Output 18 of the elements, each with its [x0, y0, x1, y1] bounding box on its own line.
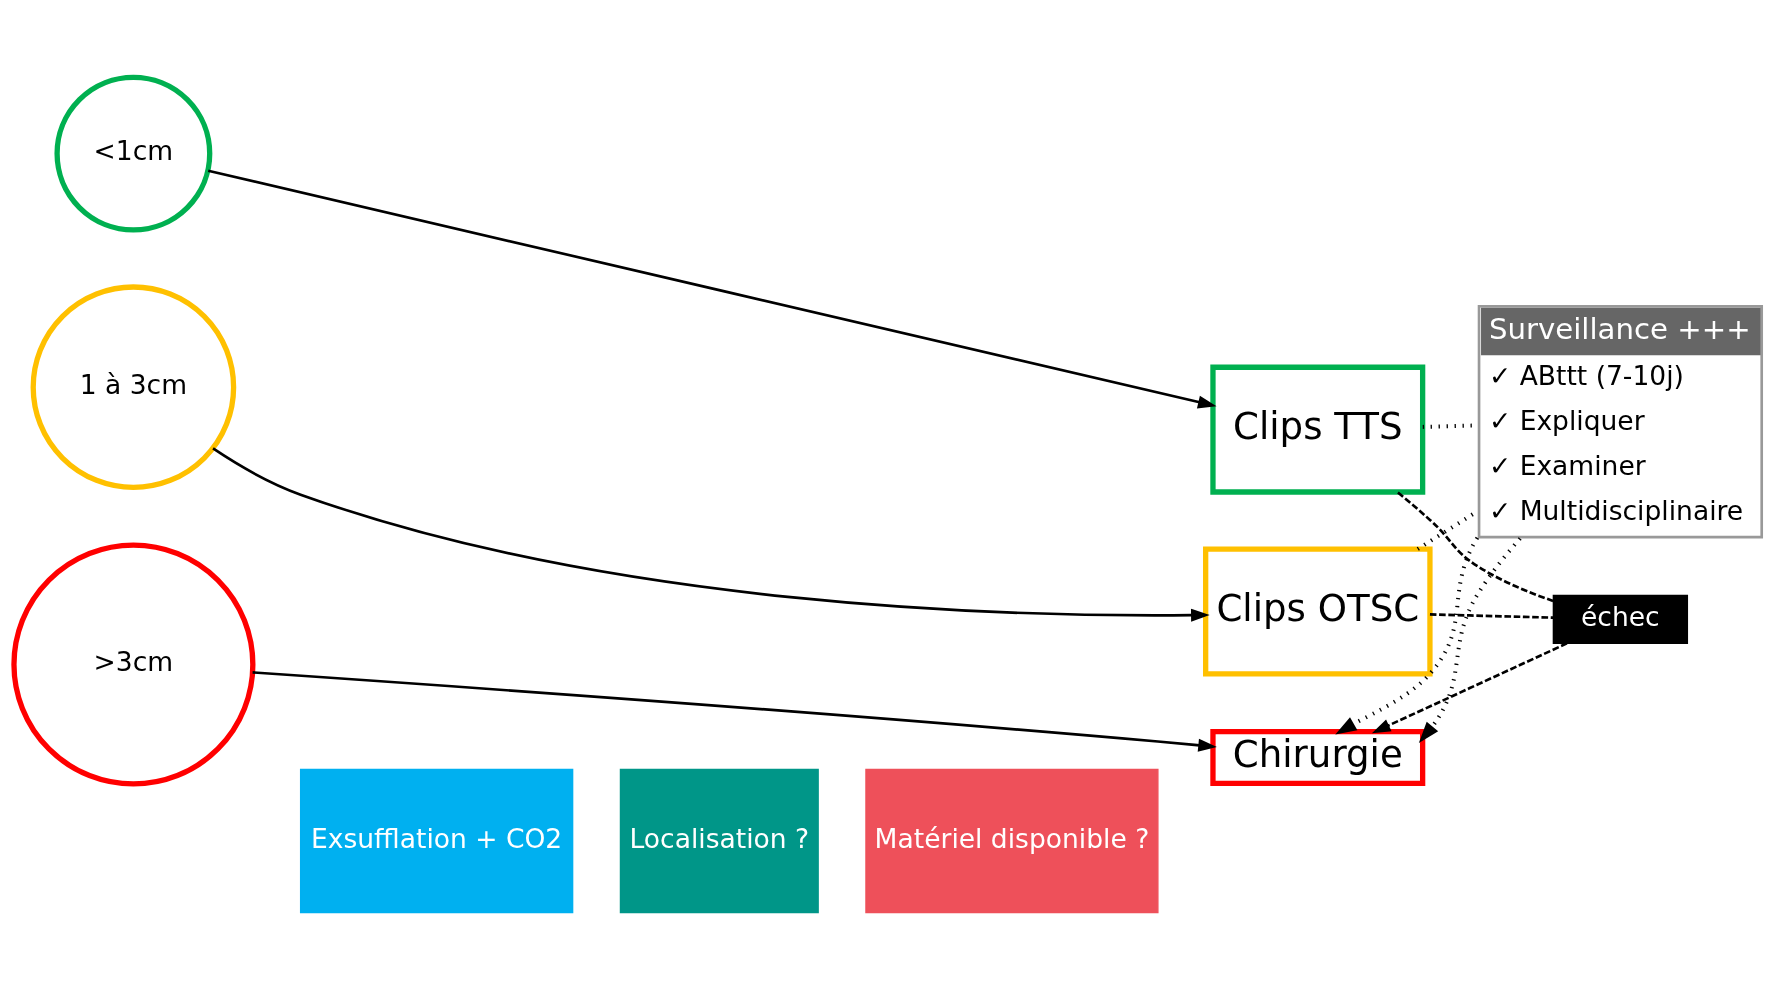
node-box: Exsufflation + CO2	[299, 768, 574, 913]
node-circle: >3cm	[11, 541, 256, 787]
node-box: Chirurgie	[1210, 728, 1426, 786]
connector	[1397, 490, 1554, 602]
node-box: échec	[1552, 594, 1689, 644]
arrow	[207, 168, 1217, 408]
node-box: Matériel disponible ?	[865, 768, 1159, 913]
node-circle: 1 à 3cm	[30, 283, 237, 490]
arrow	[212, 446, 1210, 622]
node-box: Clips OTSC	[1203, 545, 1433, 676]
node-box: Clips TTS	[1210, 364, 1426, 495]
node-box: Localisation ?	[619, 768, 819, 913]
node-circle: <1cm	[54, 74, 213, 233]
connector	[1429, 612, 1554, 619]
arrow	[1418, 536, 1522, 743]
arrow	[252, 670, 1217, 752]
arrow	[1371, 641, 1568, 733]
arrow	[1335, 536, 1480, 734]
